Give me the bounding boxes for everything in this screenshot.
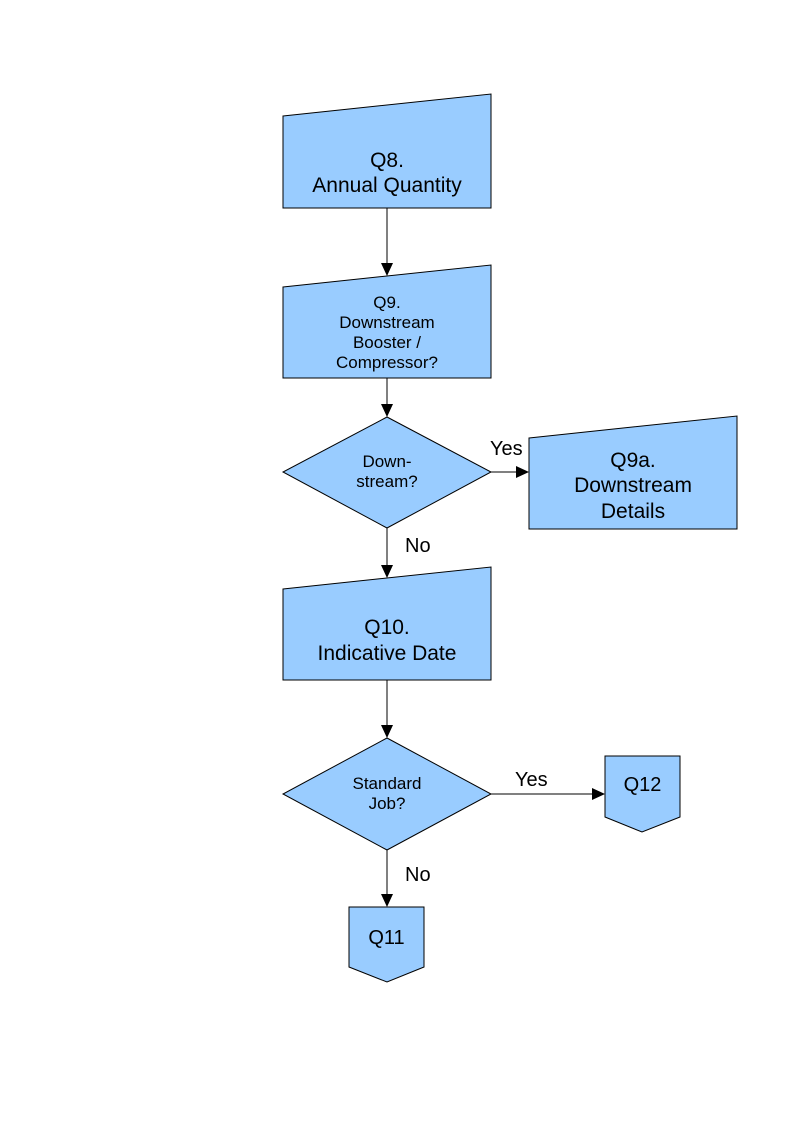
downstream-decision-line-2: stream? (356, 472, 418, 491)
q10-title: Indicative Date (317, 641, 457, 665)
q10-indicative-date-shape (282, 566, 492, 681)
standard-job-line-1: Standard (352, 773, 422, 793)
q10-indicative-date-label: Q10. Indicative Date (283, 601, 491, 680)
q9-line-3: Booster / (352, 333, 422, 352)
standard-job-line-2: Job? (368, 794, 406, 813)
q12-offpage-connector-shape (604, 755, 681, 833)
q11-offpage-connector-shape (348, 906, 425, 983)
q8-annual-quantity-label: Q8. Annual Quantity (283, 138, 491, 208)
q9-line-2: Downstream (339, 312, 435, 332)
q12-text: Q12 (623, 774, 662, 796)
q8-title: Annual Quantity (312, 174, 462, 197)
arrowhead-standard-job (381, 725, 393, 738)
q12-connector-label: Q12 (605, 767, 680, 803)
q11-text: Q11 (368, 927, 405, 949)
q9a-downstream-details-shape (528, 415, 738, 530)
downstream-yes-label: Yes (490, 438, 523, 460)
downstream-no-label: No (405, 535, 431, 557)
standard-job-decision-label: Standard Job? (323, 769, 451, 819)
q9-downstream-booster-label: Q9. Downstream Booster / Compressor? (283, 288, 491, 378)
downstream-decision-line-1: Down- (362, 451, 412, 471)
q9a-line-2: Downstream (574, 474, 692, 498)
arrowhead-q11 (381, 894, 393, 907)
q8-number: Q8. (370, 148, 404, 172)
arrowhead-q10 (381, 565, 393, 578)
arrowhead-q12 (592, 788, 605, 800)
arrowhead-downstream-decision (381, 404, 393, 417)
q9a-number: Q9a. (610, 449, 656, 473)
q10-number: Q10. (364, 616, 410, 640)
standard-job-no-label: No (405, 864, 431, 886)
standard-job-yes-label: Yes (515, 769, 548, 791)
q9-downstream-booster-shape (282, 264, 492, 379)
q9-line-4: Compressor? (335, 353, 439, 373)
arrowhead-q9a (516, 466, 529, 478)
q9a-line-3: Details (600, 499, 666, 523)
q8-annual-quantity-shape (282, 93, 492, 209)
arrowhead-q9 (381, 263, 393, 276)
q9a-downstream-details-label: Q9a. Downstream Details (529, 443, 737, 529)
downstream-decision-label: Down- stream? (323, 447, 451, 497)
q9-number: Q9. (373, 292, 401, 312)
q11-connector-label: Q11 (349, 920, 424, 956)
